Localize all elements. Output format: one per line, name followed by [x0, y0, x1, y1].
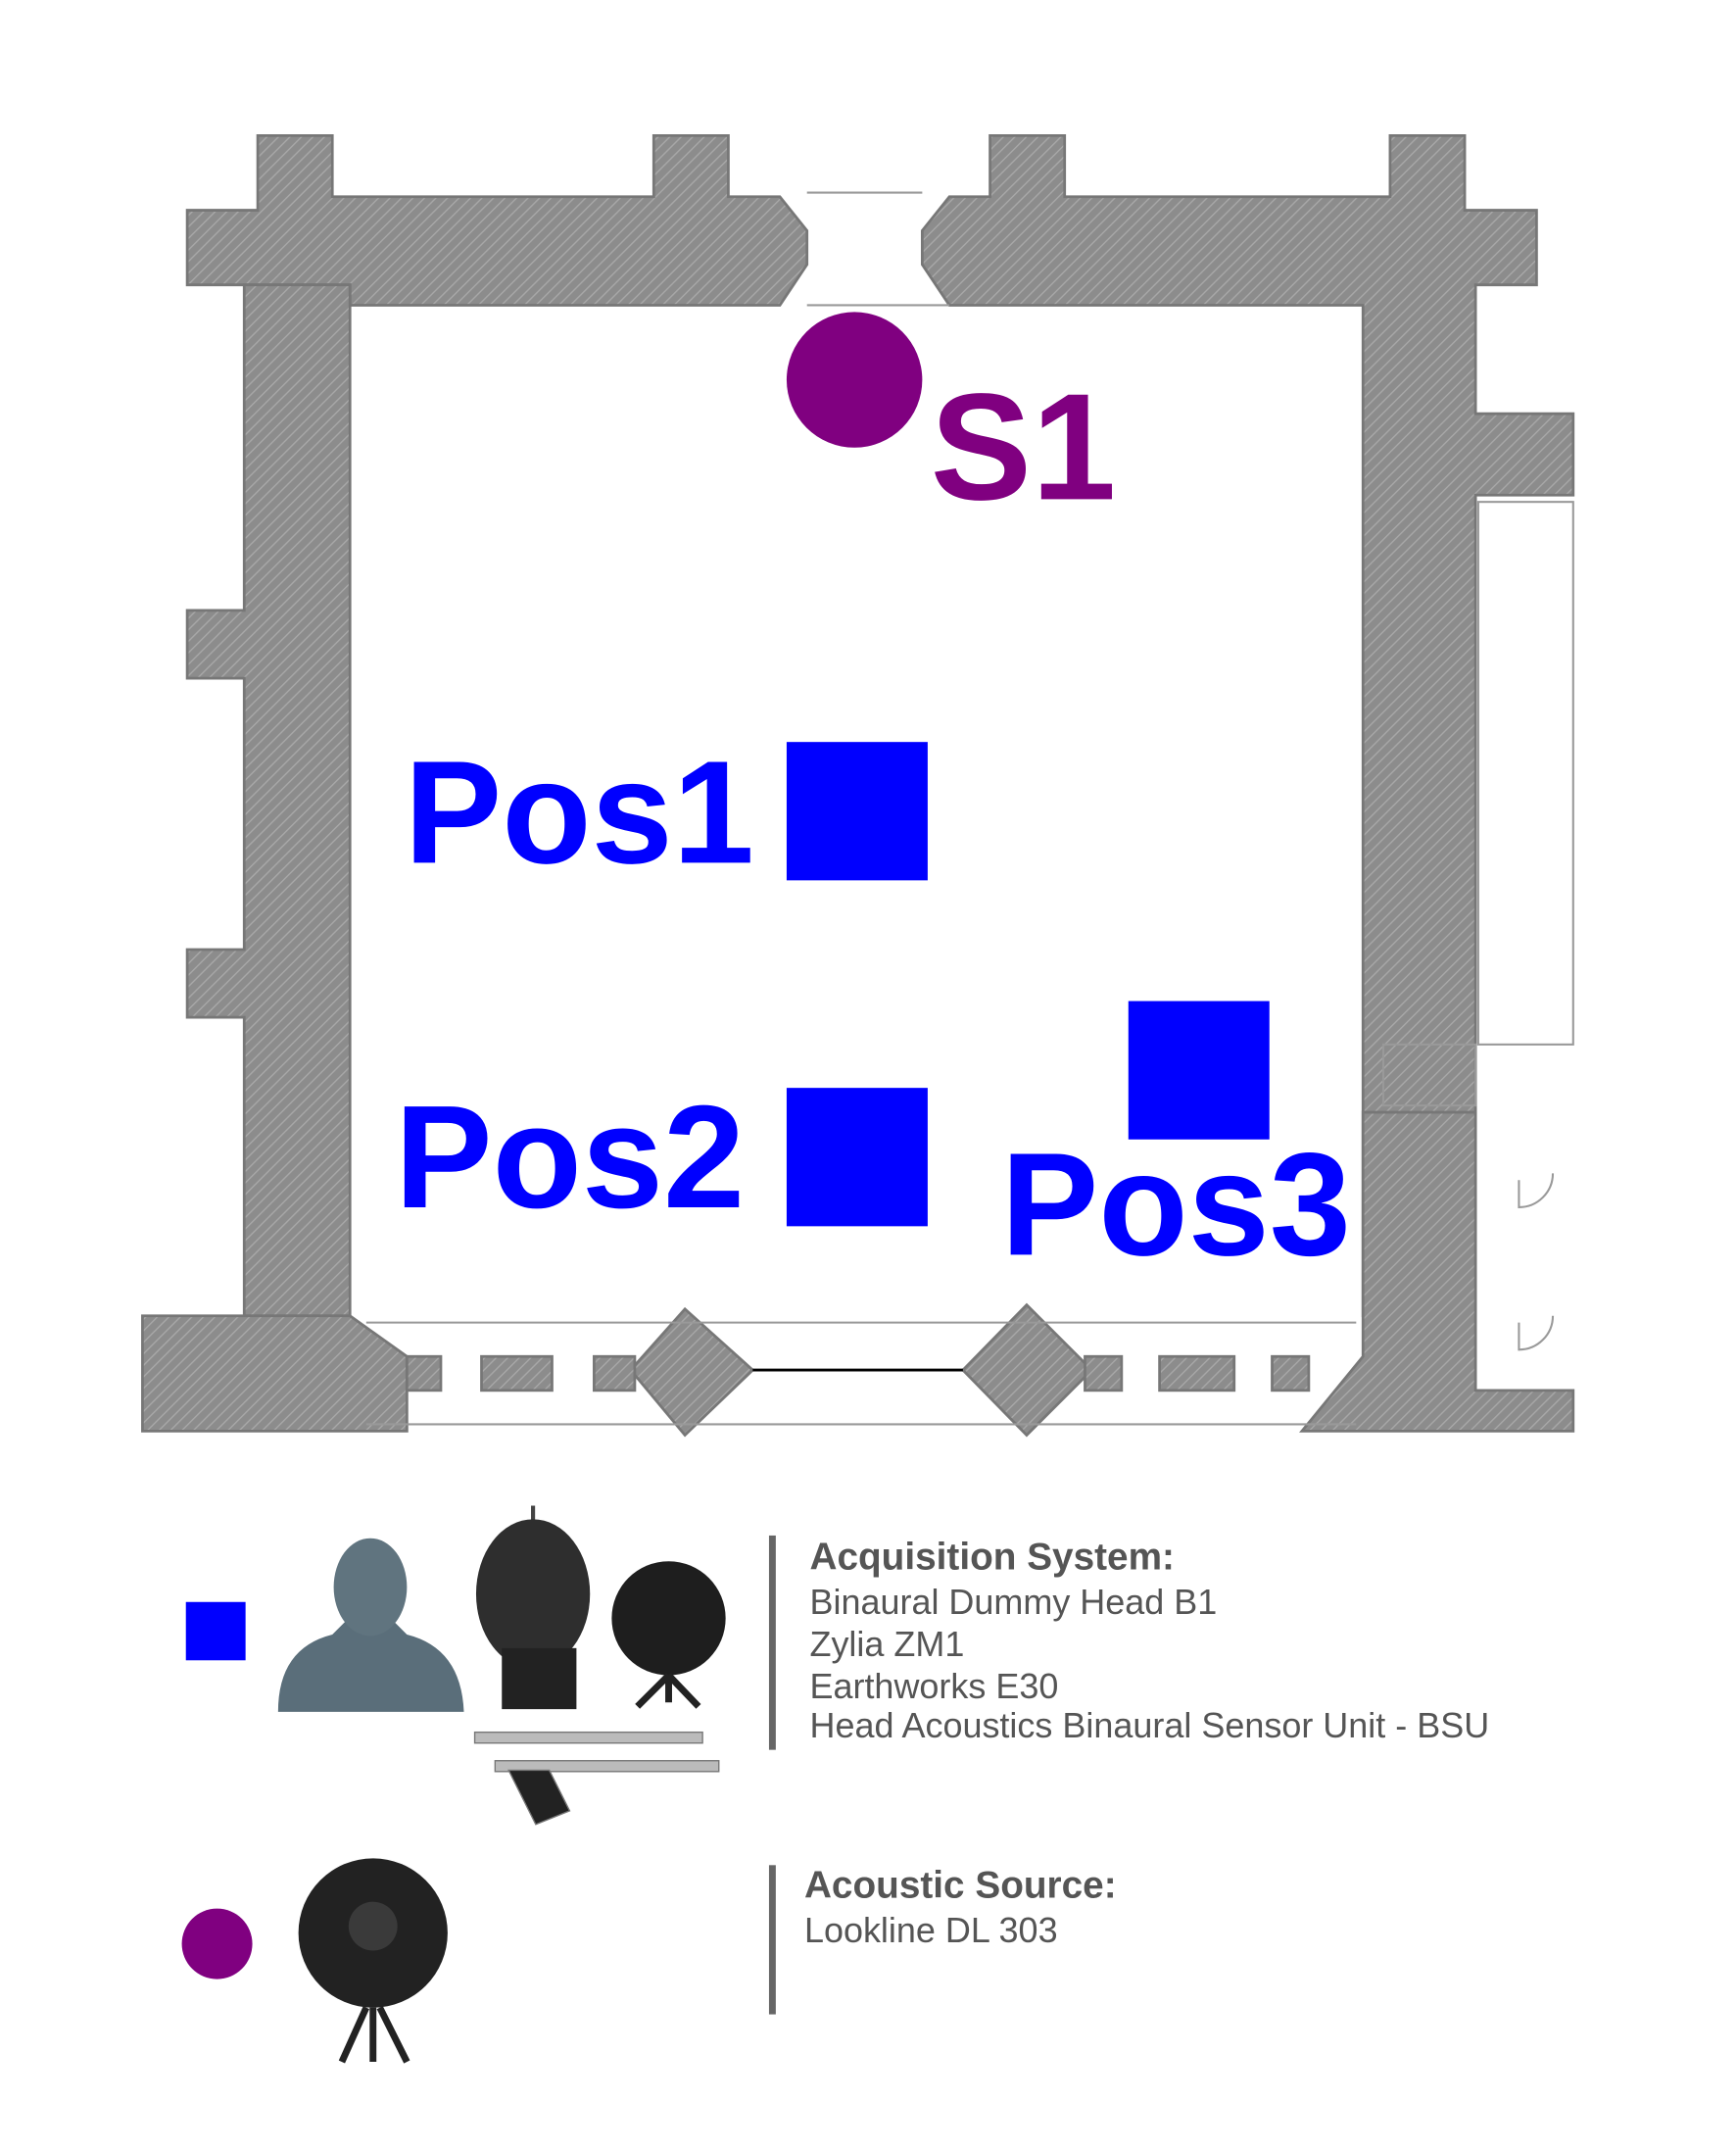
- acquisition-item: Earthworks E30: [809, 1666, 1058, 1706]
- acquisition-item: Binaural Dummy Head B1: [809, 1582, 1217, 1622]
- source-marker-s1: [786, 312, 923, 448]
- source-item: Lookline DL 303: [804, 1910, 1058, 1950]
- acquisition-item: Head Acoustics Binaural Sensor Unit - BS…: [809, 1705, 1489, 1745]
- dodecahedron-speaker-image: [298, 1858, 448, 2064]
- position-marker-pos3: [1128, 1001, 1270, 1140]
- position-marker-pos2: [786, 1088, 928, 1227]
- zylia-zm1-image: [611, 1561, 726, 1709]
- dummy-head-image: [277, 1538, 464, 1712]
- acquisition-title: Acquisition System:: [809, 1537, 1174, 1579]
- legend-position-symbol: [185, 1601, 246, 1661]
- walls: [141, 134, 1575, 1438]
- position-label-pos3: Pos3: [1001, 1122, 1351, 1286]
- legend-divider: [768, 1865, 776, 2015]
- position-marker-pos1: [786, 742, 928, 881]
- bsu-head-image: [475, 1505, 591, 1710]
- position-label-pos2: Pos2: [395, 1075, 745, 1239]
- acquisition-item: Zylia ZM1: [809, 1624, 964, 1664]
- position-label-pos1: Pos1: [405, 730, 754, 894]
- earthworks-mics-image: [473, 1731, 720, 1826]
- legend-source-symbol: [181, 1908, 253, 1979]
- legend-divider: [768, 1535, 776, 1750]
- window-frames: [365, 191, 1574, 1426]
- source-label-s1: S1: [931, 362, 1117, 531]
- source-title: Acoustic Source:: [804, 1865, 1117, 1907]
